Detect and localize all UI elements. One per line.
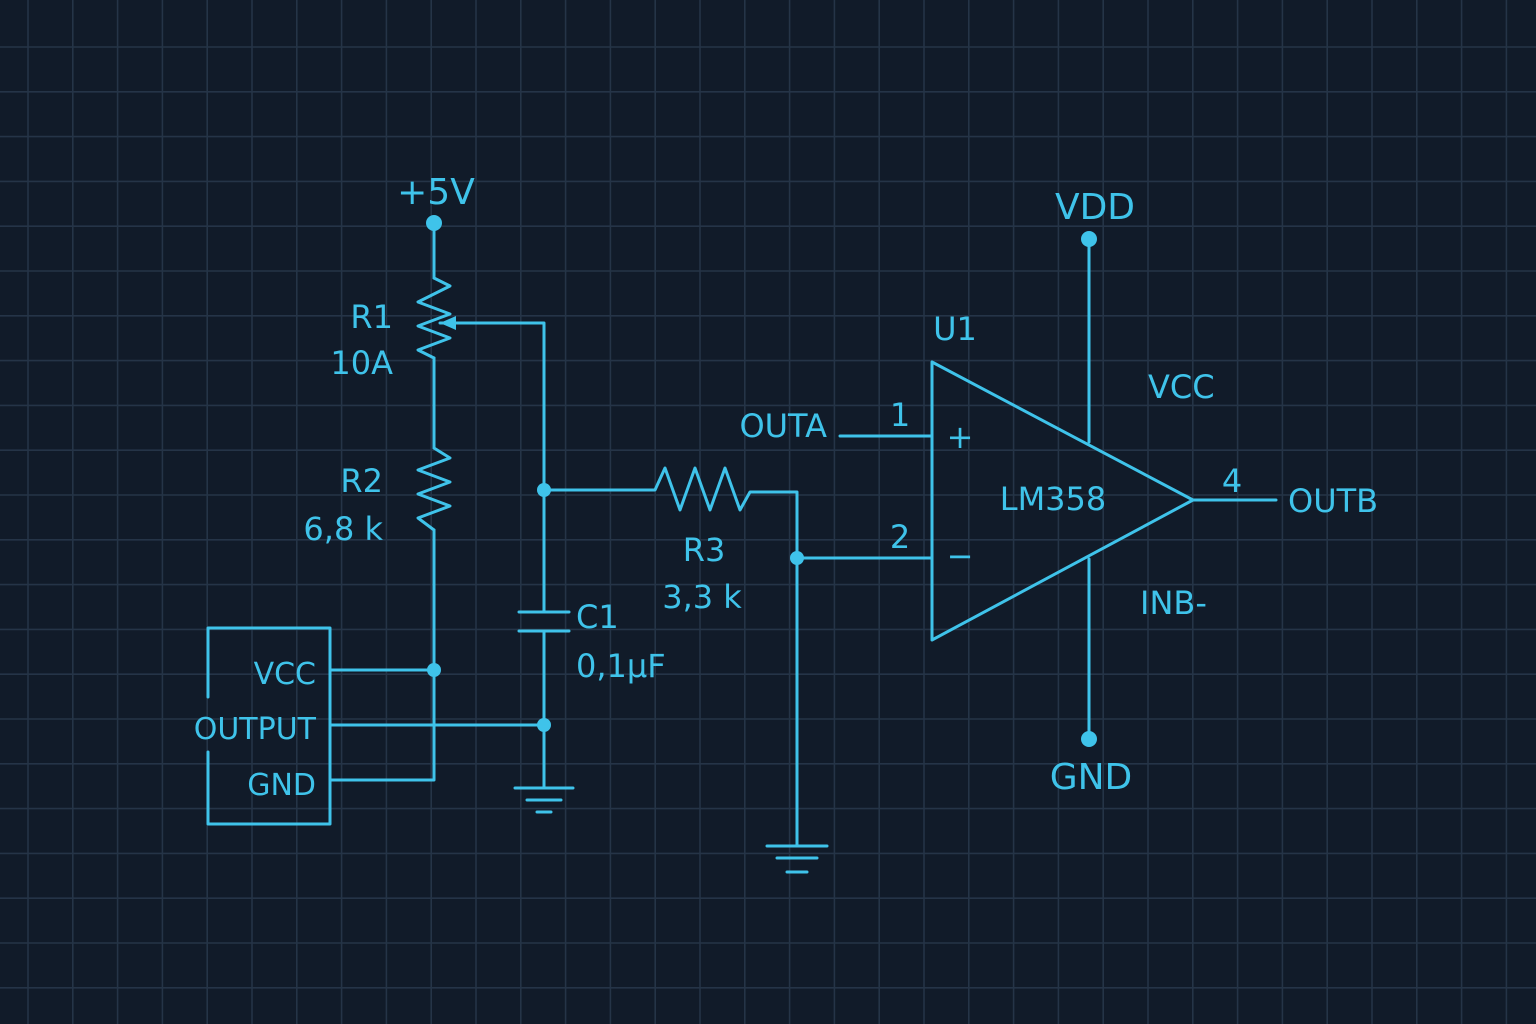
- plus-input-symbol: +: [947, 418, 974, 456]
- u1-ref: U1: [933, 310, 977, 348]
- net-outb: OUTB: [1288, 482, 1378, 520]
- r2-ref: R2: [340, 462, 383, 500]
- c1-ref: C1: [576, 598, 619, 636]
- minus-input-symbol: −: [947, 537, 974, 575]
- sensor-pin-vcc: VCC: [254, 657, 316, 692]
- r1-wiper-arrow-icon: [440, 316, 456, 330]
- c1-capacitor[interactable]: C1 0,1µF: [517, 483, 666, 790]
- net-outa: OUTA: [739, 407, 827, 445]
- r1-wiper-wire: [438, 321, 546, 492]
- plus5v-rail[interactable]: +5V: [397, 172, 475, 280]
- pin2-number: 2: [890, 518, 910, 556]
- r3-value: 3,3 k: [662, 578, 742, 616]
- net-vcc: VCC: [1148, 368, 1215, 406]
- r2-body: [416, 446, 452, 532]
- sensor-pin-output: OUTPUT: [194, 712, 317, 747]
- vdd-label: VDD: [1055, 187, 1135, 228]
- sensor-connector[interactable]: VCC OUTPUT GND: [194, 626, 546, 826]
- r2-value: 6,8 k: [303, 510, 383, 548]
- r1-body: [416, 276, 452, 360]
- pin1-number: 1: [890, 396, 910, 434]
- r1-ref: R1: [350, 298, 393, 336]
- r1-potentiometer[interactable]: R1 10A: [330, 276, 546, 492]
- junction-vcc: [427, 663, 441, 677]
- gnd-rail[interactable]: GND: [1050, 557, 1133, 798]
- ground-symbol-r3: [765, 844, 829, 874]
- opamp-triangle: [930, 360, 1195, 642]
- ground-symbol-c1: [513, 786, 575, 814]
- net-inb-minus: INB-: [1140, 584, 1207, 622]
- r1-value: 10A: [330, 344, 393, 382]
- plus5v-label: +5V: [397, 172, 475, 213]
- wire-sensor-gnd: [328, 668, 436, 782]
- r2-resistor[interactable]: R2 6,8 k: [303, 446, 452, 548]
- gnd-label: GND: [1050, 757, 1133, 798]
- gnd-terminal[interactable]: [1081, 731, 1097, 747]
- junction-output: [537, 718, 551, 732]
- c1-value: 0,1µF: [576, 647, 666, 685]
- pin4-number: 4: [1222, 462, 1242, 500]
- u1-opamp[interactable]: U1 LM358 + − 1 OUTA 2 4 OUTB VCC INB-: [739, 310, 1378, 642]
- r3-ref: R3: [683, 531, 726, 569]
- sensor-pin-gnd: GND: [247, 768, 316, 803]
- r3-body: [542, 466, 799, 847]
- r3-resistor[interactable]: R3 3,3 k: [542, 466, 804, 847]
- u1-part: LM358: [1000, 480, 1107, 518]
- vdd-rail[interactable]: VDD: [1055, 187, 1135, 444]
